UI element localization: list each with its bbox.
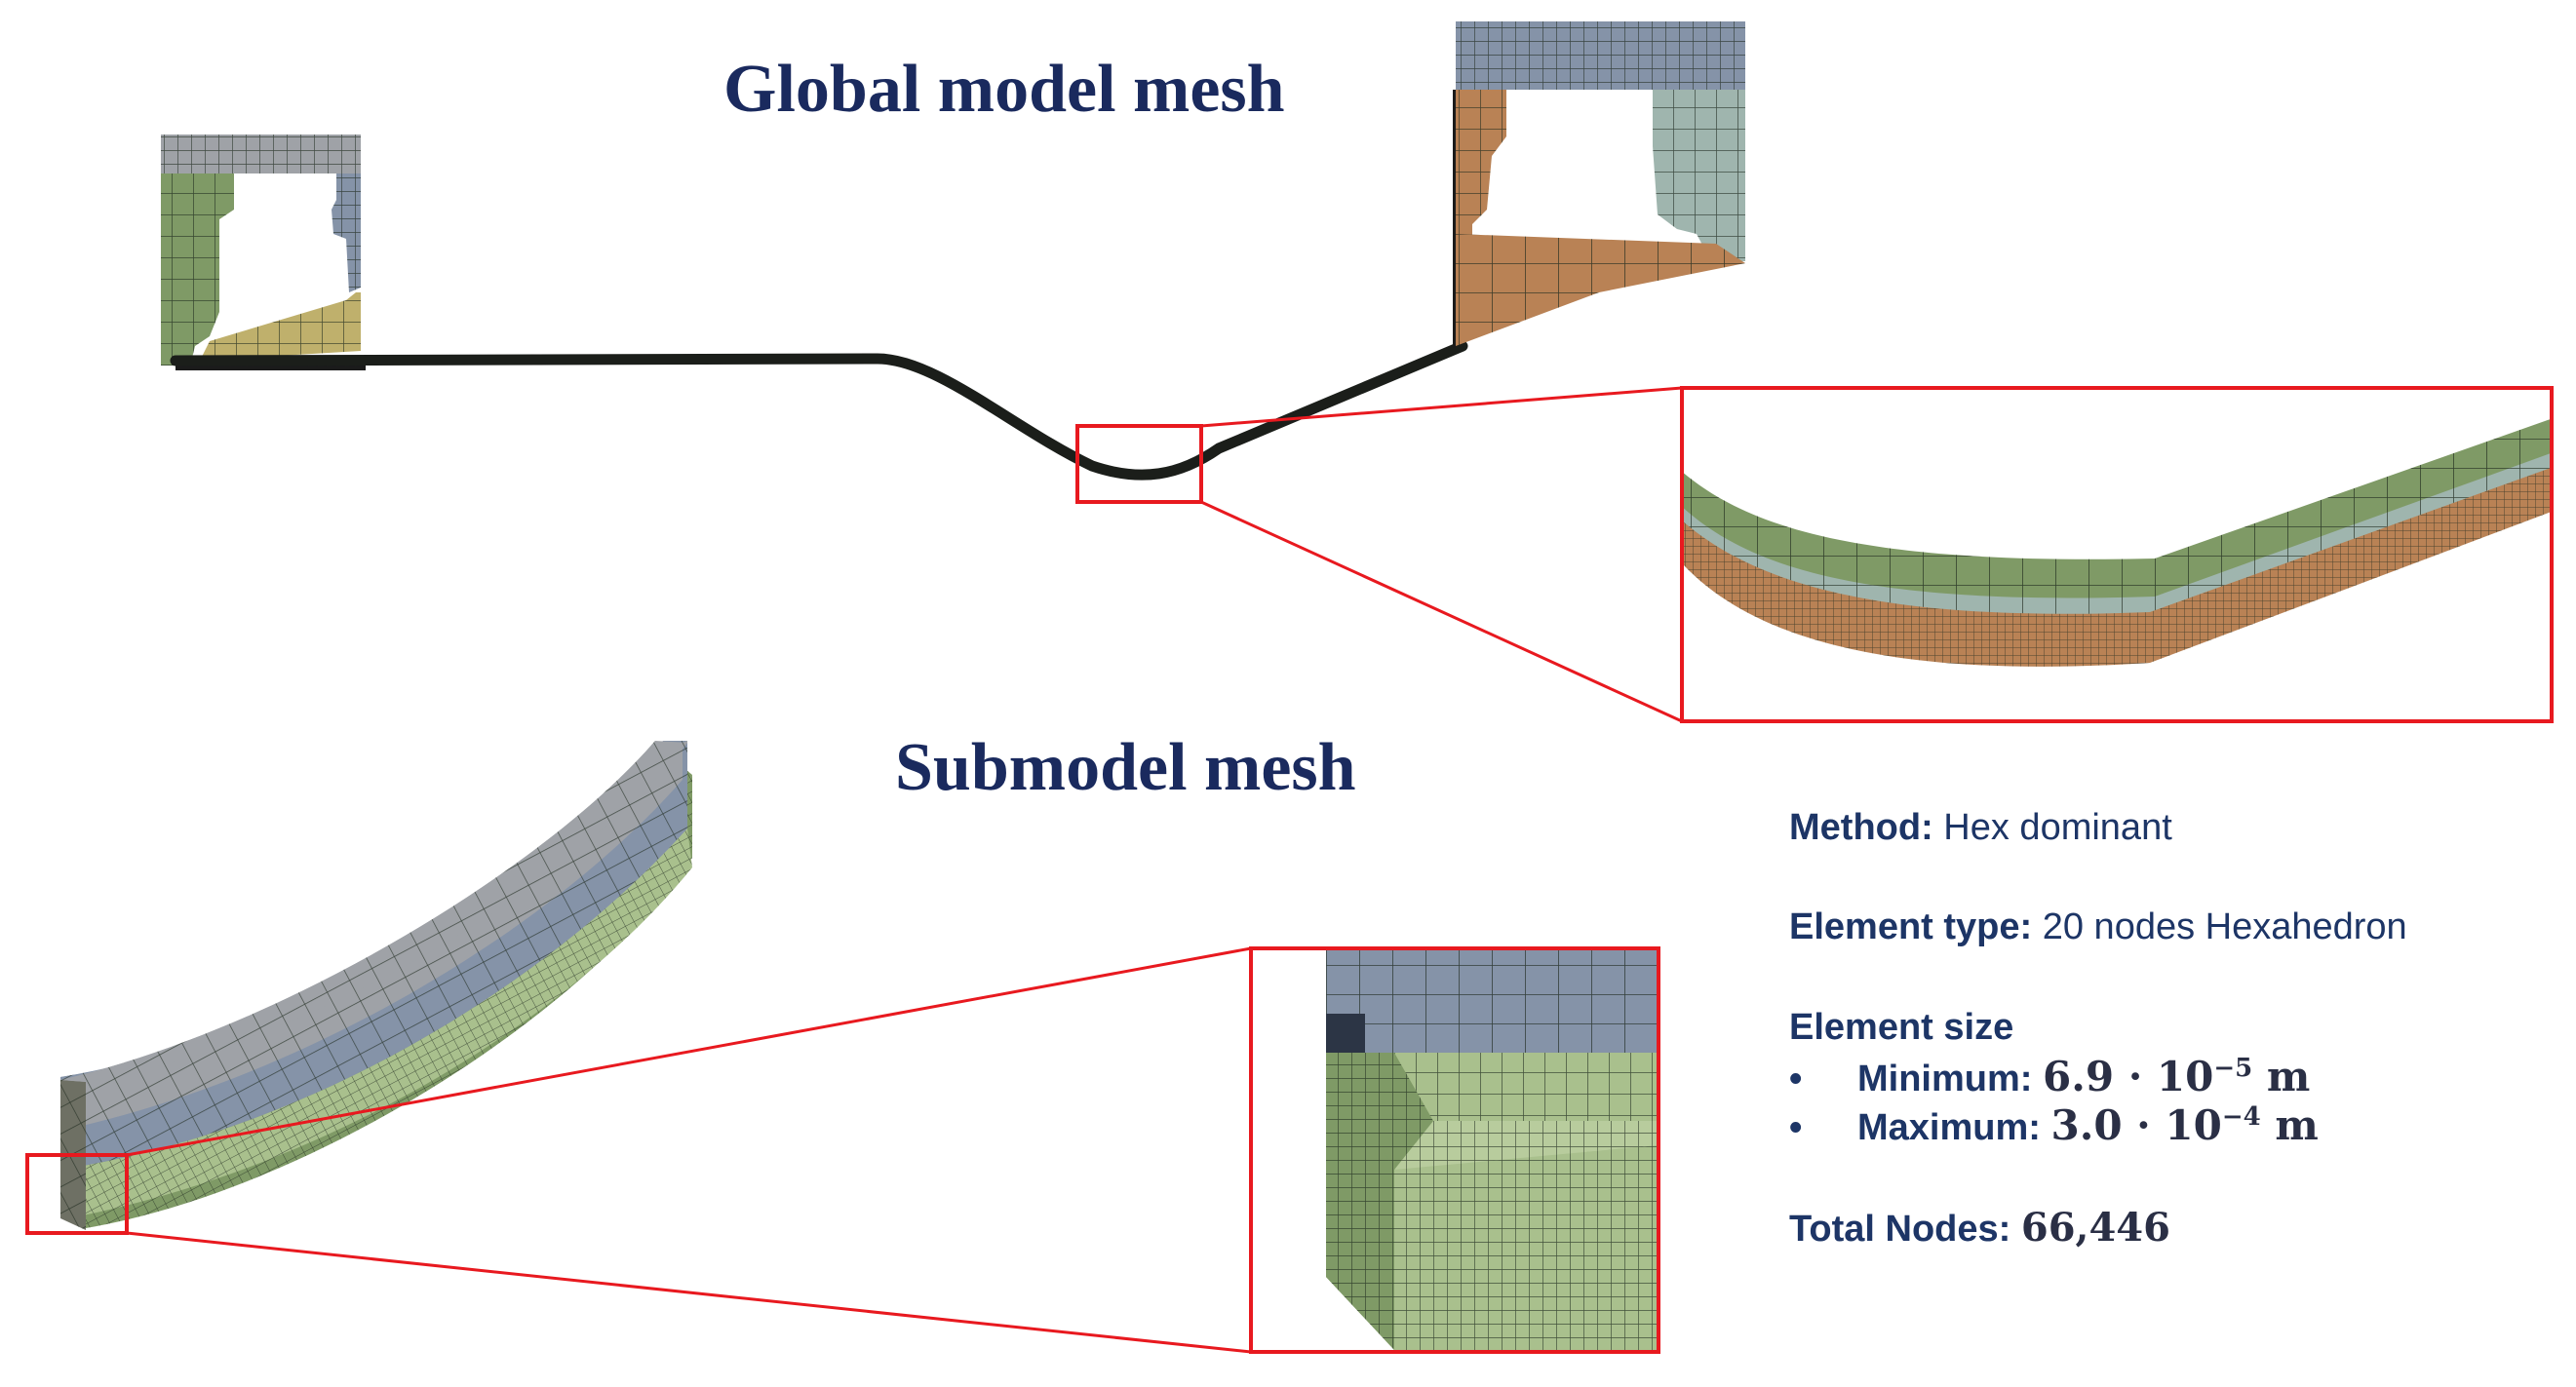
submodel-curved-block — [60, 741, 692, 1230]
minimum-value: 6.9 · 10−5 m — [2043, 1053, 2311, 1100]
inset2-frame — [1249, 946, 1660, 1354]
total-nodes-value: 66,446 — [2020, 1205, 2170, 1251]
submodel-title: Submodel mesh — [895, 730, 1356, 805]
minimum-label: Minimum: — [1857, 1059, 2033, 1099]
global-left-bracket — [161, 135, 366, 370]
maximum-value: 3.0 · 10−4 m — [2050, 1101, 2319, 1149]
maximum-label: Maximum: — [1857, 1107, 2041, 1148]
bullet-icon: • — [1789, 1107, 1803, 1148]
global-zoom-marker — [1075, 424, 1203, 504]
method-label: Method: — [1789, 807, 1933, 848]
maximum-row: • Maximum: 3.0 · 10−4 m — [1789, 1101, 2319, 1149]
element-size-heading: Element size — [1789, 1007, 2014, 1048]
bullet-icon: • — [1789, 1059, 1803, 1099]
minimum-row: • Minimum: 6.9 · 10−5 m — [1789, 1053, 2310, 1100]
global-belt-strip — [170, 340, 1468, 481]
submodel-zoom-inset — [1249, 946, 1660, 1354]
element-type-value: 20 nodes Hexahedron — [2042, 906, 2407, 947]
global-right-bracket — [1453, 21, 1745, 348]
total-nodes-row: Total Nodes: 66,446 — [1789, 1205, 2170, 1251]
global-zoom-inset — [1680, 386, 2554, 723]
inset-frame — [1680, 386, 2554, 723]
total-nodes-label: Total Nodes: — [1789, 1209, 2011, 1250]
element-type-row: Element type: 20 nodes Hexahedron — [1789, 906, 2407, 948]
submodel-zoom-marker — [25, 1153, 129, 1235]
global-model-title: Global model mesh — [723, 52, 1285, 127]
method-row: Method: Hex dominant — [1789, 807, 2172, 849]
method-value: Hex dominant — [1943, 807, 2172, 848]
element-type-label: Element type: — [1789, 906, 2033, 947]
